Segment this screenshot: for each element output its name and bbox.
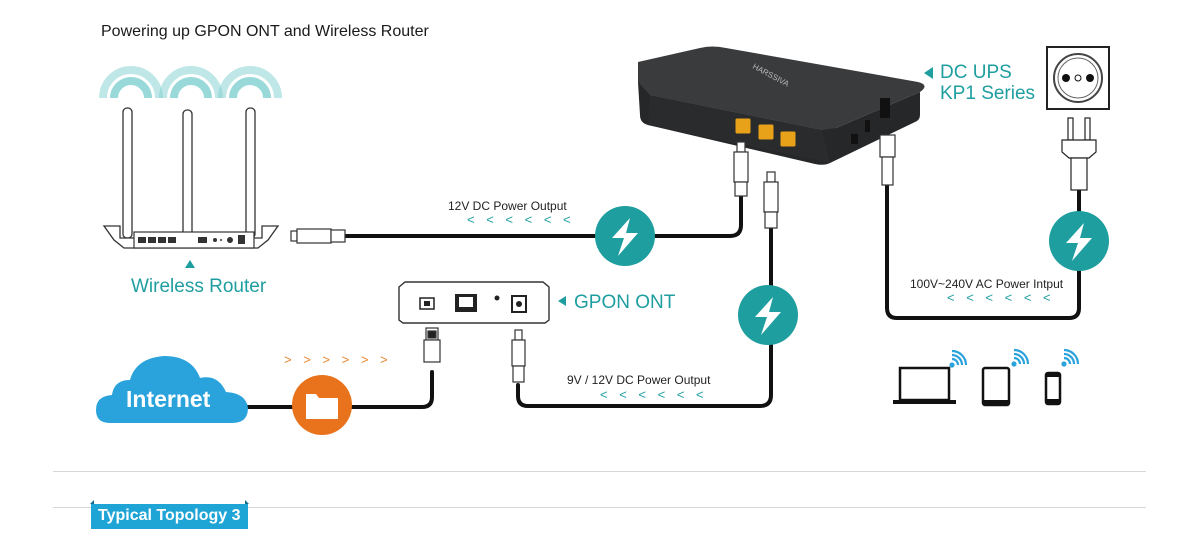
ups-label: DC UPS KP1 Series xyxy=(924,62,1035,104)
lightning-bolt-icon xyxy=(738,285,798,345)
ont-output-label: 9V / 12V DC Power Output xyxy=(567,373,711,387)
power-icons xyxy=(595,206,1109,345)
flow-chevrons-router: < < < < < < xyxy=(467,212,575,227)
wifi-icon xyxy=(1061,348,1080,367)
diagram-title: Powering up GPON ONT and Wireless Router xyxy=(101,23,429,40)
iec-c7-plug xyxy=(879,134,896,186)
wifi-icon xyxy=(1011,348,1030,367)
laptop-icon xyxy=(893,366,956,404)
gpon-ont[interactable] xyxy=(398,281,566,324)
ups-dc-plug-2 xyxy=(763,171,779,229)
flow-chevrons-ac: < < < < < < xyxy=(947,290,1055,305)
cables xyxy=(243,184,1081,409)
fiber-connector xyxy=(423,327,441,363)
divider-top xyxy=(53,471,1146,472)
dc-ups[interactable]: HARSSIVA xyxy=(638,46,925,165)
internet-cloud-icon xyxy=(96,356,248,423)
ont-label: GPON ONT xyxy=(574,292,676,313)
internet-label: Internet xyxy=(126,386,211,412)
cable-ups-to-ont xyxy=(516,226,773,408)
ups-label-line1: DC UPS xyxy=(940,62,1012,83)
tablet-icon xyxy=(981,366,1011,407)
lightning-bolt-icon xyxy=(595,206,655,266)
folder-icon xyxy=(292,375,352,435)
flow-chevrons-internet: > > > > > > xyxy=(284,352,392,367)
eu-plug-icon xyxy=(1061,117,1097,191)
router-dc-plug xyxy=(290,228,346,244)
cable-ups-to-router xyxy=(343,193,743,238)
cable-ac-input xyxy=(885,184,1081,320)
lightning-bolt-icon xyxy=(1049,211,1109,271)
wifi-icon xyxy=(949,349,968,368)
pointer-left-icon xyxy=(924,67,933,79)
ont-dc-plug xyxy=(511,329,526,383)
router-label: Wireless Router xyxy=(131,276,267,297)
wireless-router[interactable] xyxy=(99,66,282,268)
flow-chevrons-ont: < < < < < < xyxy=(600,387,708,402)
router-output-label: 12V DC Power Output xyxy=(448,199,567,213)
wifi-waves-icon xyxy=(99,66,282,99)
cable-internet-to-ont xyxy=(243,370,434,409)
client-devices xyxy=(893,348,1080,407)
ups-label-line2: KP1 Series xyxy=(940,83,1036,104)
smartphone-icon xyxy=(1044,371,1062,406)
divider-bottom xyxy=(53,507,1146,508)
ups-dc-plug-1 xyxy=(733,141,749,197)
section-tab[interactable]: Typical Topology 3 xyxy=(90,500,249,529)
ac-input-label: 100V~240V AC Power Intput xyxy=(910,277,1064,291)
wall-socket-icon xyxy=(1046,46,1110,110)
